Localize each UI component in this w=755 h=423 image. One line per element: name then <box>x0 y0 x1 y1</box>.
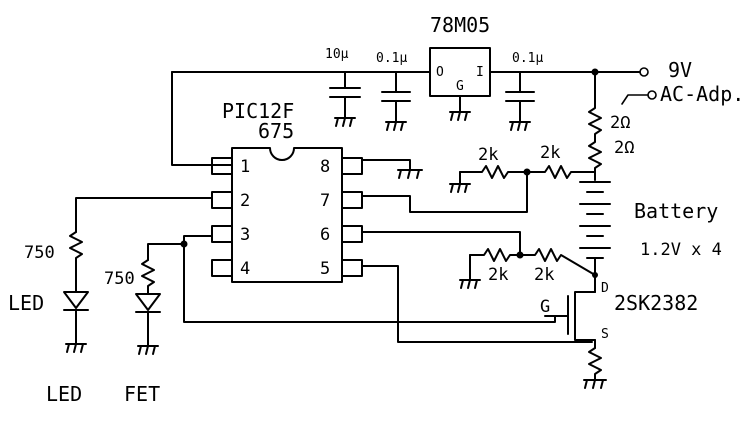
resistor-charge-label-b: 2Ω <box>614 138 634 158</box>
divider-1 <box>361 165 596 213</box>
mcu-pin-1: 1 <box>240 157 250 177</box>
fet-source-label: S <box>601 327 609 342</box>
regulator-name: 78M05 <box>430 13 490 37</box>
battery-spec: 1.2V x 4 <box>640 240 722 260</box>
fet-led-resistor-label: 750 <box>104 269 135 289</box>
capacitor-0-1u-b <box>505 71 535 131</box>
divider1-r1-label: 2k <box>478 145 498 165</box>
ac-adapter-terminal <box>621 90 657 105</box>
regulator-pin-g: G <box>456 79 464 94</box>
9v-terminal <box>639 67 649 77</box>
mcu-name-line2: 675 <box>258 119 294 143</box>
bottom-fet-label: FET <box>124 382 160 406</box>
bottom-led-label: LED <box>46 382 82 406</box>
mcu-pin-5: 5 <box>320 259 330 279</box>
capacitor-0-1u-a <box>381 71 411 131</box>
pin3-gate-wire <box>135 235 556 355</box>
regulator-pin-i: I <box>476 65 484 80</box>
cap-10u-label: 10μ <box>325 47 349 62</box>
mcu-pin-3: 3 <box>240 225 250 245</box>
pin8-ground <box>361 159 423 179</box>
divider2-r1-label: 2k <box>488 265 508 285</box>
cap-0-1u-b-label: 0.1μ <box>512 51 543 66</box>
resistor-charge-label-a: 2Ω <box>610 113 630 133</box>
mcu-pin-6: 6 <box>320 225 330 245</box>
pin2-led-wire <box>63 197 213 353</box>
capacitor-10u <box>329 71 361 127</box>
divider1-r2-label: 2k <box>540 143 560 163</box>
ac-adapter-label: AC-Adp. <box>660 82 744 106</box>
fet-2sk2382 <box>544 279 607 389</box>
regulator-78m05 <box>429 47 491 121</box>
mcu-name-line1: PIC12F <box>222 99 294 123</box>
fet-part-label: 2SK2382 <box>614 291 698 315</box>
fet-gate-label: G <box>540 297 550 317</box>
pin5-source-wire <box>361 265 593 343</box>
mcu-pin-4: 4 <box>240 259 250 279</box>
led-symbol-label: LED <box>8 291 44 315</box>
mcu-pin-2: 2 <box>240 191 250 211</box>
input-9v-label: 9V <box>668 58 692 82</box>
battery-label: Battery <box>634 199 718 223</box>
mcu-pic12f675 <box>211 147 363 283</box>
regulator-pin-o: O <box>436 65 444 80</box>
led-resistor-label: 750 <box>24 243 55 263</box>
divider-2 <box>361 231 596 289</box>
divider2-r2-label: 2k <box>534 265 554 285</box>
cap-0-1u-a-label: 0.1μ <box>376 51 407 66</box>
mcu-pin-8: 8 <box>320 157 330 177</box>
mcu-pin-7: 7 <box>320 191 330 211</box>
fet-drain-label: D <box>601 281 609 296</box>
resistor-charge <box>588 71 602 181</box>
